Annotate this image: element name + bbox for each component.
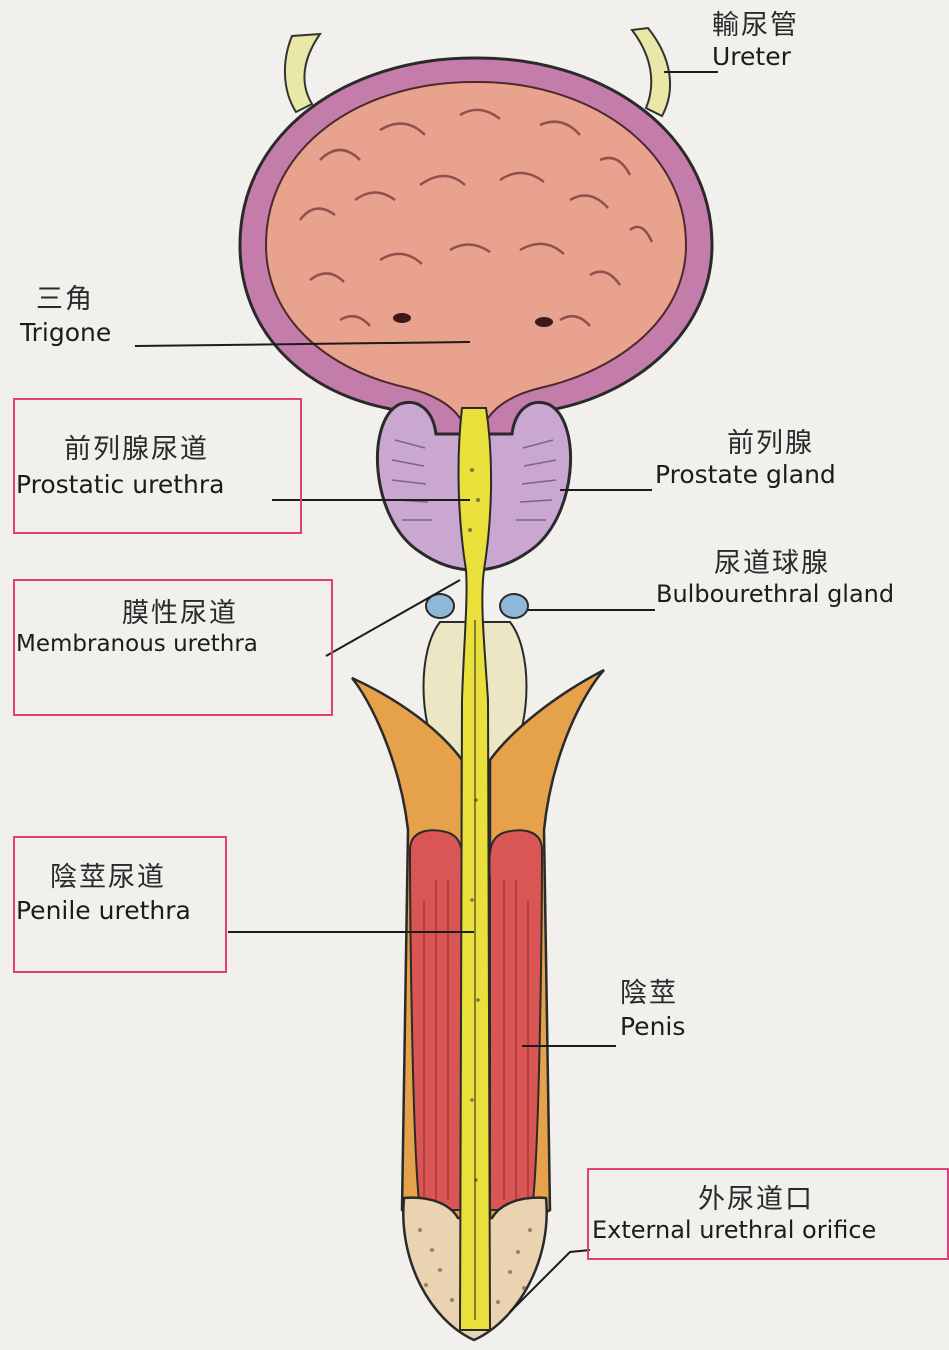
label-trigone-en: Trigone	[20, 319, 111, 348]
label-trigone-cn: 三角	[36, 284, 111, 315]
label-membranous-urethra-cn: 膜性尿道	[122, 598, 258, 629]
label-membranous-urethra-en: Membranous urethra	[16, 631, 258, 657]
label-penis: 陰莖 Penis	[620, 978, 685, 1042]
label-ureter-en: Ureter	[712, 43, 799, 72]
label-ureter-cn: 輸尿管	[712, 10, 799, 41]
label-trigone: 三角 Trigone	[20, 284, 111, 348]
label-penis-cn: 陰莖	[620, 978, 685, 1009]
label-penile-urethra: 陰莖尿道 Penile urethra	[16, 862, 191, 926]
label-penis-en: Penis	[620, 1013, 685, 1042]
label-prostate-gland-cn: 前列腺	[727, 428, 836, 459]
label-prostatic-urethra-cn: 前列腺尿道	[64, 434, 224, 465]
label-external-urethral-orifice: 外尿道口 External urethral orifice	[592, 1184, 876, 1245]
right-ureteral-orifice	[535, 317, 553, 327]
label-bulbourethral-gland: 尿道球腺 Bulbourethral gland	[656, 548, 894, 609]
label-membranous-urethra: 膜性尿道 Membranous urethra	[16, 598, 258, 657]
label-prostatic-urethra: 前列腺尿道 Prostatic urethra	[16, 434, 224, 500]
label-bulbourethral-gland-cn: 尿道球腺	[714, 548, 894, 579]
label-prostate-gland: 前列腺 Prostate gland	[655, 428, 836, 490]
left-ureter	[285, 34, 320, 112]
label-prostatic-urethra-en: Prostatic urethra	[16, 471, 224, 500]
label-penile-urethra-en: Penile urethra	[16, 897, 191, 926]
label-external-urethral-orifice-en: External urethral orifice	[592, 1217, 876, 1245]
label-ureter: 輸尿管 Ureter	[712, 10, 799, 72]
label-bulbourethral-gland-en: Bulbourethral gland	[656, 581, 894, 609]
label-penile-urethra-cn: 陰莖尿道	[50, 862, 191, 893]
label-prostate-gland-en: Prostate gland	[655, 461, 836, 490]
bulbourethral-gland-right	[500, 594, 528, 618]
label-external-urethral-orifice-cn: 外尿道口	[698, 1184, 876, 1215]
left-ureteral-orifice	[393, 313, 411, 323]
